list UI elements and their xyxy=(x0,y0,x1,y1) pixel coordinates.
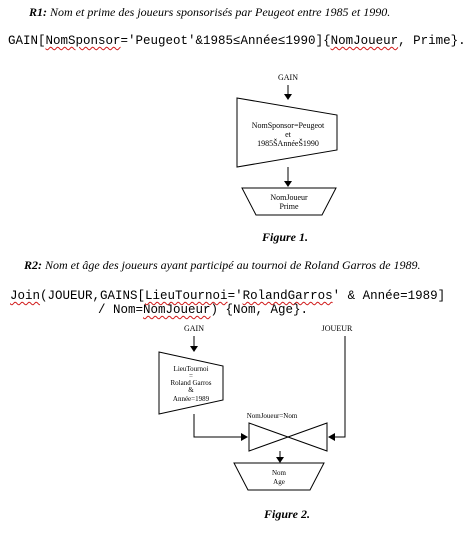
fig1-selection-shape xyxy=(236,97,338,168)
fig1-arrowhead-out xyxy=(284,181,292,187)
fig1-selection-line: et xyxy=(285,130,292,139)
r1-title: Nom et prime des joueurs sponsorisés par… xyxy=(50,5,391,19)
fig2-source-left-label: GAIN xyxy=(184,324,204,333)
r2-query-part: ) {Nom, Age}. xyxy=(210,303,309,317)
r1-query-part: GAIN[ xyxy=(8,34,46,48)
figure-2-caption: Figure 2. xyxy=(264,507,311,521)
r2-query-part: (JOUEUR,GAINS[ xyxy=(40,289,146,303)
r1-query-sponsor: NomSponsor xyxy=(45,34,121,48)
r2-query-join: Join xyxy=(10,289,41,303)
r2-query-tournament: RolandGarros xyxy=(242,289,333,303)
fig2-projection-shape xyxy=(233,462,325,491)
fig1-arrowhead-in xyxy=(284,94,292,100)
fig2-selection-line: = xyxy=(189,372,193,380)
r1-query-part: ='Peugeot'&1985≤Année≤1990]{ xyxy=(120,34,331,48)
fig2-right-arrowhead xyxy=(328,433,335,441)
fig2-selection-shape xyxy=(158,351,224,415)
fig1-projection-shape xyxy=(241,187,337,216)
fig1-selection-line: 1985ŠAnnéeŠ1990 xyxy=(257,139,319,148)
r1-label: R1: xyxy=(29,5,47,19)
fig1-projection-line: Prime xyxy=(279,202,299,211)
fig2-projection-line: Nom xyxy=(272,469,287,477)
r2-label: R2: xyxy=(24,258,42,272)
fig2-arrowhead-in xyxy=(190,346,198,352)
fig1-projection-line: NomJoueur xyxy=(270,193,308,202)
fig2-projection-line: Age xyxy=(273,478,285,486)
r1-query-part: , Prime}. xyxy=(398,34,466,48)
fig2-join-shape xyxy=(248,422,328,452)
r2-query-line-1: Join(JOUEUR,GAINS[LieuTournoi='RolandGar… xyxy=(10,289,445,303)
figure-1-caption: Figure 1. xyxy=(262,230,309,244)
r2-title: Nom et âge des joueurs ayant participé a… xyxy=(45,258,421,272)
r2-query-part: / Nom= xyxy=(98,303,144,317)
r1-heading: R1: Nom et prime des joueurs sponsorisés… xyxy=(29,5,390,20)
r1-query: GAIN[NomSponsor='Peugeot'&1985≤Année≤199… xyxy=(8,34,466,48)
fig2-left-connector xyxy=(193,414,246,438)
r2-query-line-2: / Nom=NomJoueur) {Nom, Age}. xyxy=(98,303,308,317)
r2-query-place: LieuTournoi xyxy=(145,289,228,303)
r2-query-player: NomJoueur xyxy=(143,303,211,317)
fig2-arrowhead-out xyxy=(276,457,284,463)
r1-query-player: NomJoueur xyxy=(330,34,399,48)
fig1-source-label: GAIN xyxy=(278,73,298,82)
fig2-selection-line: Année=1989 xyxy=(173,395,210,403)
fig2-left-arrowhead xyxy=(241,433,248,441)
fig2-selection-line: & xyxy=(188,386,194,394)
fig1-selection-line: NomSponsor=Peugeot xyxy=(252,121,325,130)
fig2-join-condition: NomJoueur=Nom xyxy=(247,412,298,420)
fig2-selection-line: Roland Garros xyxy=(170,379,211,387)
r2-query-part: ' & Année=1989] xyxy=(332,289,446,303)
fig2-selection-line: LieuTournoi xyxy=(174,365,209,373)
fig2-source-right-label: JOUEUR xyxy=(322,324,353,333)
fig2-right-connector xyxy=(330,336,346,438)
r2-query-part: =' xyxy=(227,289,243,303)
r2-heading: R2: Nom et âge des joueurs ayant partici… xyxy=(24,258,421,273)
